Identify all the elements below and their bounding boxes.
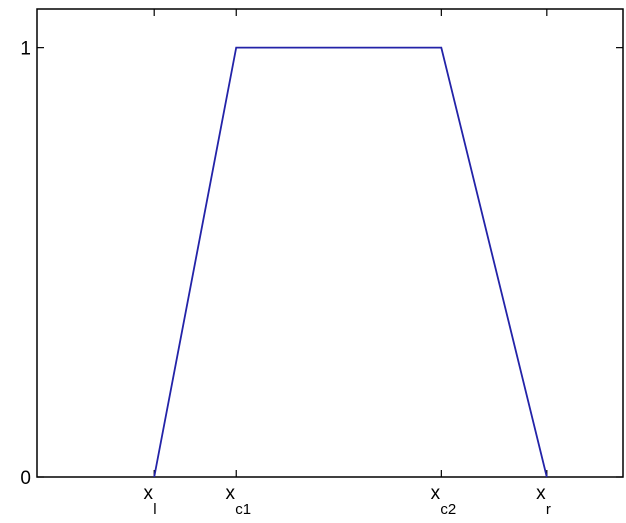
series-line <box>153 46 548 478</box>
x-tick-subscript: r <box>546 501 551 518</box>
x-tick-subscript: l <box>153 501 156 518</box>
y-tick-label: 0 <box>20 468 31 489</box>
plot-frame <box>36 8 624 478</box>
x-tick-label: x <box>225 483 235 504</box>
x-tick-label: x <box>431 483 441 504</box>
x-tick-label: x <box>143 483 153 504</box>
y-tick-label: 1 <box>20 39 31 60</box>
x-tick-label: x <box>536 483 546 504</box>
x-tick-subscript: c1 <box>235 501 251 518</box>
x-tick-subscript: c2 <box>440 501 456 518</box>
